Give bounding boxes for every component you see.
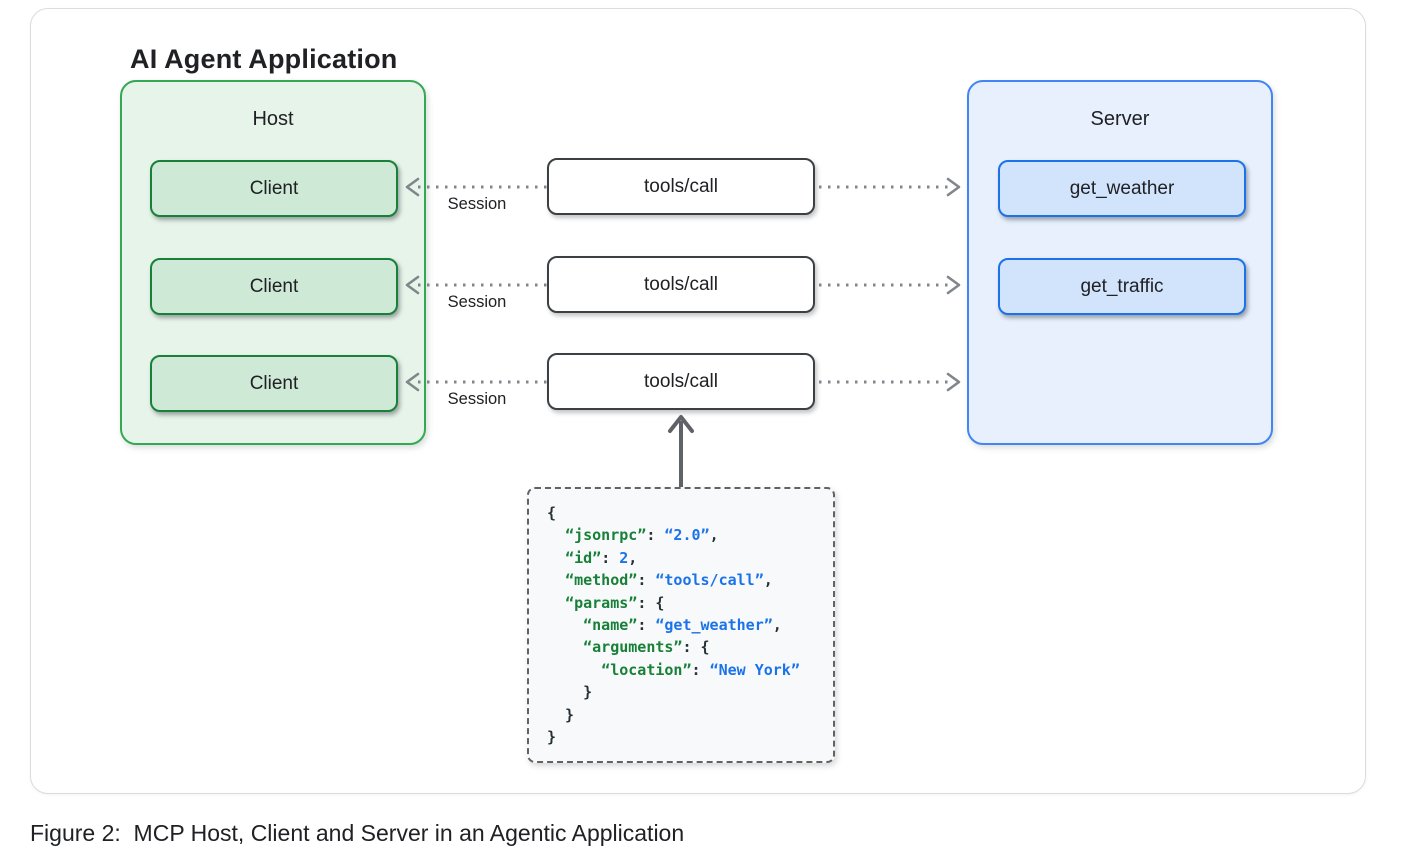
client-node-2: Client [150, 258, 398, 315]
session-label-3: Session [447, 390, 507, 408]
server-connector-2 [819, 275, 961, 295]
tools-call-node-3: tools/call [547, 353, 815, 410]
chevron-left-icon [405, 275, 420, 295]
chevron-right-icon [946, 177, 961, 197]
client-node-1: Client [150, 160, 398, 217]
arrow-up-icon [668, 415, 694, 433]
session-label-1: Session [447, 195, 507, 213]
json-rpc-code-box: { “jsonrpc”: “2.0”, “id”: 2, “method”: “… [527, 487, 835, 763]
diagram-title: AI Agent Application [130, 44, 398, 74]
server-container: Server get_weather get_traffic [967, 80, 1273, 445]
session-connector-left-1 [405, 177, 547, 197]
server-connector-3 [819, 372, 961, 392]
session-connector-left-2 [405, 275, 547, 295]
get-traffic-node: get_traffic [998, 258, 1246, 315]
host-container: Host Client Client Client [120, 80, 426, 445]
session-connector-left-3 [405, 372, 547, 392]
client-node-3: Client [150, 355, 398, 412]
tools-call-node-1: tools/call [547, 158, 815, 215]
session-label-2: Session [447, 293, 507, 311]
server-label: Server [1090, 108, 1150, 130]
chevron-left-icon [405, 177, 420, 197]
json-rpc-code: { “jsonrpc”: “2.0”, “id”: 2, “method”: “… [547, 504, 800, 747]
get-weather-node: get_weather [998, 160, 1246, 217]
code-to-call-arrow [668, 415, 694, 487]
chevron-right-icon [946, 372, 961, 392]
server-connector-1 [819, 177, 961, 197]
chevron-left-icon [405, 372, 420, 392]
chevron-right-icon [946, 275, 961, 295]
figure-caption: Figure 2: MCP Host, Client and Server in… [30, 820, 685, 846]
tools-call-node-2: tools/call [547, 256, 815, 313]
host-label: Host [252, 108, 294, 130]
